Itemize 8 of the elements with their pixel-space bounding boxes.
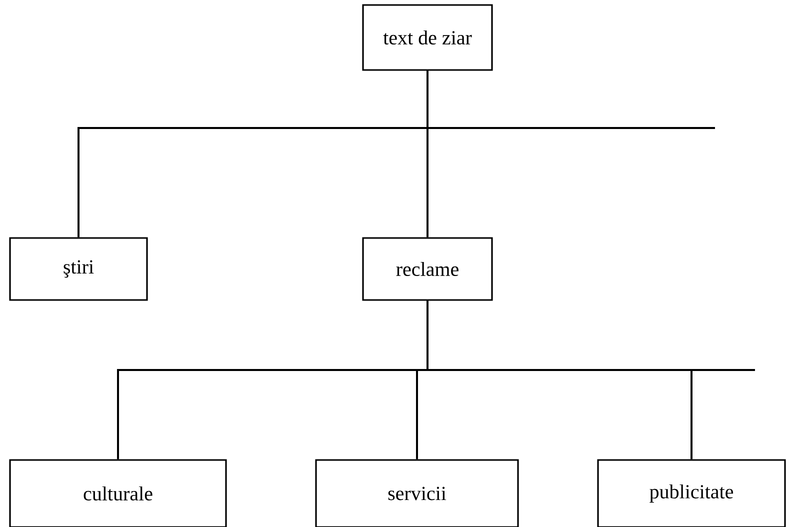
connector-line xyxy=(426,70,428,238)
process-box: text de ziar xyxy=(362,4,493,71)
process-box: reclame xyxy=(362,237,493,301)
process-box: ştiri xyxy=(9,237,148,301)
process-box: publicitate xyxy=(597,459,786,527)
connector-line xyxy=(426,300,692,460)
process-box: culturale xyxy=(9,459,227,527)
process-box: servicii xyxy=(315,459,519,527)
